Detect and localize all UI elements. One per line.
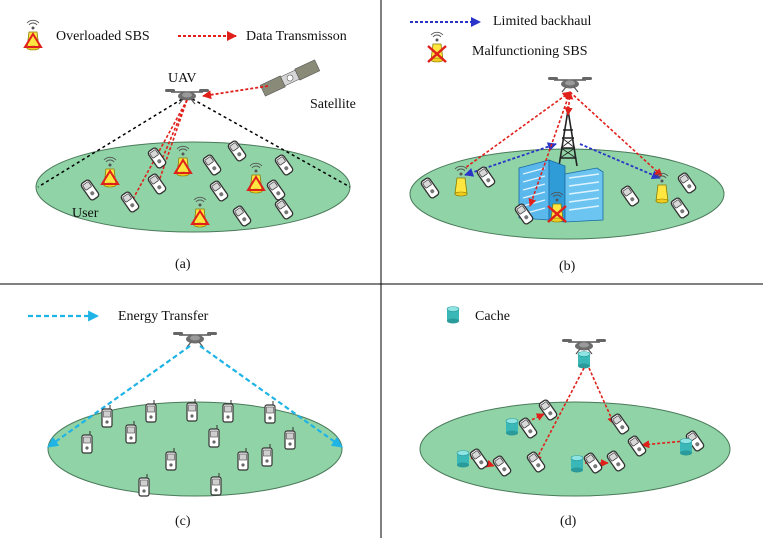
uav-link	[464, 91, 571, 169]
panel-b: Limited backhaul Malfunctioning SBS	[409, 14, 725, 274]
user-label: User	[72, 206, 99, 221]
uav-link	[569, 91, 663, 177]
satellite-to-uav-link	[202, 85, 269, 100]
satellite-label: Satellite	[310, 97, 356, 112]
phone-icon	[145, 399, 157, 423]
legend-energy-transfer: Energy Transfer	[118, 309, 209, 324]
caption-a: (a)	[175, 257, 191, 272]
cache-icon	[505, 418, 519, 436]
uav-tower-link	[564, 91, 574, 116]
legend-cache: Cache	[475, 309, 510, 324]
cache-icon	[570, 455, 584, 473]
legend-data-transmission: Data Transmisson	[246, 29, 347, 44]
energy-transfer-right	[199, 345, 343, 448]
malfunctioning-sbs-icon	[547, 191, 567, 223]
cache-icon	[679, 438, 693, 456]
uav-link	[528, 91, 571, 207]
uav-link	[132, 99, 188, 200]
d2d-link	[522, 413, 545, 425]
energy-transfer-left	[47, 345, 191, 448]
caption-d: (d)	[560, 514, 577, 529]
d2d-link	[641, 440, 686, 449]
uav-label: UAV	[168, 71, 197, 86]
caption-b: (b)	[559, 259, 576, 274]
coverage-line-left	[37, 95, 188, 188]
cache-icon	[577, 351, 591, 369]
legend-malfunctioning-sbs: Malfunctioning SBS	[472, 44, 588, 59]
coverage-line-right	[186, 95, 351, 188]
uav-link	[162, 99, 188, 158]
uav-cache-link	[588, 367, 615, 425]
cache-icon	[446, 306, 460, 324]
caption-c: (c)	[175, 514, 191, 529]
legend-overloaded-sbs: Overloaded SBS	[56, 29, 150, 44]
drone-icon	[172, 331, 218, 348]
panel-d: Cache (d)	[419, 306, 731, 529]
backhaul-link-right	[579, 143, 661, 179]
panel-c: Energy Transfer (c)	[28, 309, 343, 529]
overloaded-sbs-legend-icon	[24, 19, 42, 51]
phone-icon	[264, 400, 276, 424]
panel-a: Overloaded SBS Data Transmisson Satellit…	[24, 19, 356, 272]
uav-cache-link	[534, 367, 585, 463]
malfunctioning-sbs-legend-icon	[427, 31, 447, 63]
ground-area-d	[419, 401, 731, 497]
legend-limited-backhaul: Limited backhaul	[493, 14, 591, 29]
drone-icon	[547, 76, 593, 93]
cache-icon	[456, 450, 470, 468]
satellite-icon	[259, 59, 321, 97]
